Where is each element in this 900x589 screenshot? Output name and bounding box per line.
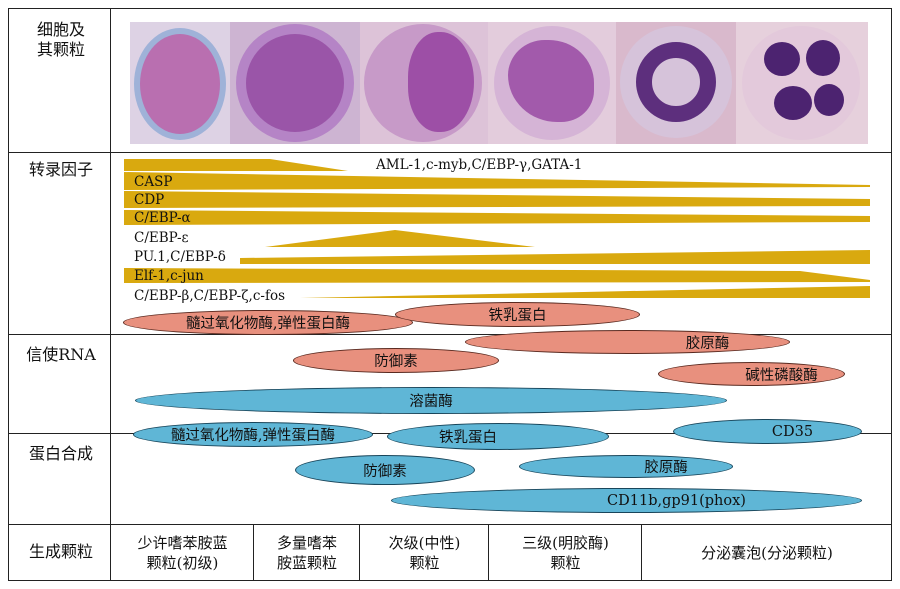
granule-tertiary-label: 三级(明胶酶) 颗粒 xyxy=(522,533,609,572)
tf-band-aml1 xyxy=(124,159,348,171)
granule-tertiary: 三级(明胶酶) 颗粒 xyxy=(490,524,641,581)
tf-band-cdp xyxy=(124,191,870,208)
granule-azurophilic: 多量嗜苯 胺蓝颗粒 xyxy=(255,524,359,581)
protein-cd35-label: CD35 xyxy=(771,423,814,440)
mrna-collagenase: 胶原酶 xyxy=(465,330,790,354)
mrna-mpo-elastase: 髓过氧化物酶,弹性蛋白酶 xyxy=(123,310,413,335)
cell-image-myelocyte xyxy=(360,22,488,144)
granule-secondary: 次级(中性) 颗粒 xyxy=(361,524,488,581)
tf-label-elf1: Elf-1,c-jun xyxy=(134,268,204,284)
mrna-collagenase-label: 胶原酶 xyxy=(685,335,730,352)
tf-band-casp xyxy=(124,172,870,190)
tf-band-cebp-epsilon xyxy=(265,230,535,247)
tf-label-cebp-epsilon: C/EBP-ε xyxy=(134,230,189,246)
tf-label-cdp: CDP xyxy=(134,192,165,208)
tf-band-cebp-beta xyxy=(300,286,870,298)
granule-divider-4 xyxy=(641,524,642,581)
tf-label-pu1: PU.1,C/EBP-δ xyxy=(134,249,226,265)
protein-collagenase: 胶原酶 xyxy=(519,455,733,478)
row-divider-4 xyxy=(8,524,892,525)
protein-lactoferrin-label: 铁乳蛋白 xyxy=(439,430,497,446)
cell-image-myeloblast xyxy=(130,22,230,144)
tf-band-pu1 xyxy=(240,250,870,264)
cell-image-metamyelocyte xyxy=(488,22,616,144)
protein-cd11b-gp91-label: CD11b,gp91(phox) xyxy=(607,492,746,509)
tf-band-cebp-alpha xyxy=(124,210,870,225)
granule-primary-label: 少许嗜苯胺蓝 颗粒(初级) xyxy=(137,533,228,572)
protein-cd11b-gp91: CD11b,gp91(phox) xyxy=(391,488,862,513)
cell-image-promyelocyte xyxy=(230,22,360,144)
tf-band-elf1 xyxy=(124,268,870,283)
label-column-divider xyxy=(110,8,111,581)
granule-secretory-label: 分泌囊泡(分泌颗粒) xyxy=(701,543,833,562)
protein-lysozyme: 溶菌酶 xyxy=(135,387,727,414)
cell-image-strip xyxy=(130,22,868,144)
row-label-mrna: 信使RNA xyxy=(26,345,96,364)
row-divider-1 xyxy=(8,152,892,153)
row-label-cells-text: 细胞及 其颗粒 xyxy=(36,20,85,59)
mrna-defensin: 防御素 xyxy=(293,348,499,373)
cell-image-band-neutrophil xyxy=(616,22,736,144)
row-label-granules: 生成颗粒 xyxy=(28,542,93,561)
tf-label-cebp-beta: C/EBP-β,C/EBP-ζ,c-fos xyxy=(134,288,285,304)
row-divider-2 xyxy=(8,334,892,335)
granule-azurophilic-label: 多量嗜苯 胺蓝颗粒 xyxy=(276,533,337,572)
granule-secondary-label: 次级(中性) 颗粒 xyxy=(388,533,461,572)
granule-divider-2 xyxy=(359,524,360,581)
protein-collagenase-label: 胶原酶 xyxy=(644,460,688,476)
diagram-frame xyxy=(8,8,892,581)
protein-mpo-elastase: 髓过氧化物酶,弹性蛋白酶 xyxy=(133,422,373,447)
tf-label-casp: CASP xyxy=(134,174,173,190)
row-label-cells: 细胞及 其颗粒 xyxy=(14,20,108,60)
granule-divider-3 xyxy=(488,524,489,581)
mrna-lactoferrin: 铁乳蛋白 xyxy=(395,302,640,327)
mrna-alkaline-phosphatase-label: 碱性磷酸酶 xyxy=(745,367,818,384)
row-label-transcription: 转录因子 xyxy=(28,160,93,179)
mrna-alkaline-phosphatase: 碱性磷酸酶 xyxy=(658,362,845,386)
tf-label-cebp-alpha: C/EBP-α xyxy=(134,210,191,226)
cell-image-segmented-neutrophil xyxy=(736,22,868,144)
protein-lactoferrin: 铁乳蛋白 xyxy=(387,423,609,450)
granule-primary: 少许嗜苯胺蓝 颗粒(初级) xyxy=(112,524,253,581)
tf-label-aml1: AML-1,c-myb,C/EBP-γ,GATA-1 xyxy=(376,157,583,173)
granule-divider-1 xyxy=(253,524,254,581)
granule-secretory: 分泌囊泡(分泌颗粒) xyxy=(643,524,891,581)
row-label-protein: 蛋白合成 xyxy=(28,444,93,463)
protein-cd35: CD35 xyxy=(673,419,862,444)
protein-defensin: 防御素 xyxy=(295,455,475,485)
